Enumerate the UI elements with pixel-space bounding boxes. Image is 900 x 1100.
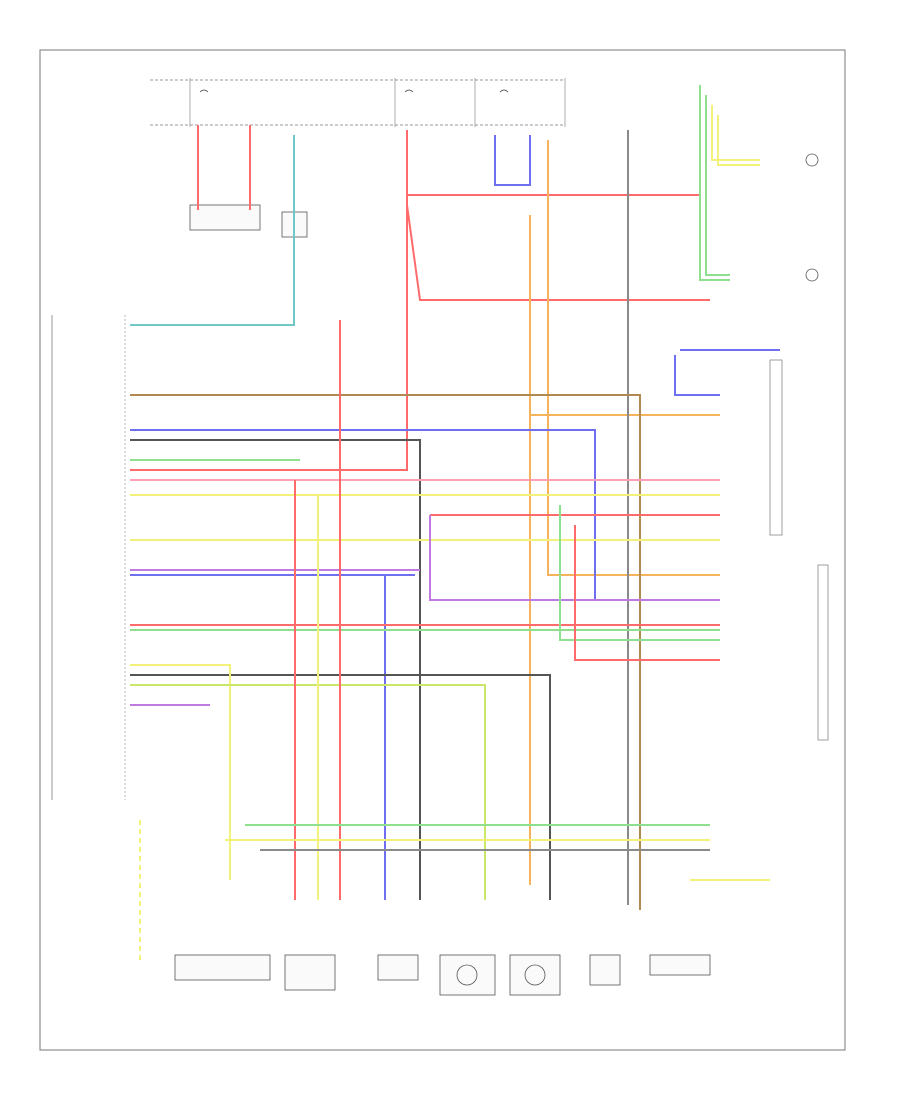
engine-control-module — [174, 954, 271, 981]
right-switch-outline — [817, 564, 829, 741]
speed-sensor-1-icon — [456, 964, 478, 986]
wire-violet-h3 — [429, 515, 720, 601]
gauge-circle-1 — [805, 153, 819, 167]
right-module-outline — [769, 359, 783, 536]
wire-red-trunk — [130, 130, 408, 471]
fuse-symbol-2 — [404, 89, 414, 93]
wire-red-right — [406, 204, 710, 301]
wire-brown-1 — [130, 394, 641, 910]
wire-orange-2 — [547, 140, 720, 576]
junction-box-bottom — [649, 954, 711, 976]
bottom-components — [174, 954, 711, 996]
wires — [130, 85, 780, 960]
diagram-frame — [39, 49, 846, 1051]
ecu-connector-column — [51, 315, 126, 800]
bottom-sensor-1 — [284, 954, 336, 991]
wire-green-right-1 — [699, 85, 730, 281]
wire-teal-1 — [130, 135, 295, 326]
fuse-symbols — [199, 89, 509, 93]
speed-sensor-2-icon — [524, 964, 546, 986]
wire-blue-top — [494, 135, 531, 186]
fuse-symbol-3 — [499, 89, 509, 93]
wire-lime-h — [130, 684, 486, 900]
fuse-symbol-1 — [199, 89, 209, 93]
wire-red-h4 — [574, 525, 720, 661]
wire-blue-2 — [674, 355, 720, 396]
wire-yellow-h3 — [130, 664, 231, 880]
wire-yellow-right-2 — [717, 115, 760, 166]
top-fuse-block — [150, 78, 566, 127]
speed-sensor-2 — [509, 954, 561, 996]
component-top-left-box — [189, 204, 261, 231]
wire-green-right-2 — [705, 95, 730, 276]
gauge-circle-2 — [805, 268, 819, 282]
wire-yellow-right-1 — [711, 105, 760, 161]
wire-dark-1 — [130, 439, 421, 900]
bottom-actuator — [377, 954, 419, 981]
solenoid — [589, 954, 621, 986]
wire-green-h3 — [559, 505, 720, 641]
speed-sensor-1 — [439, 954, 496, 996]
